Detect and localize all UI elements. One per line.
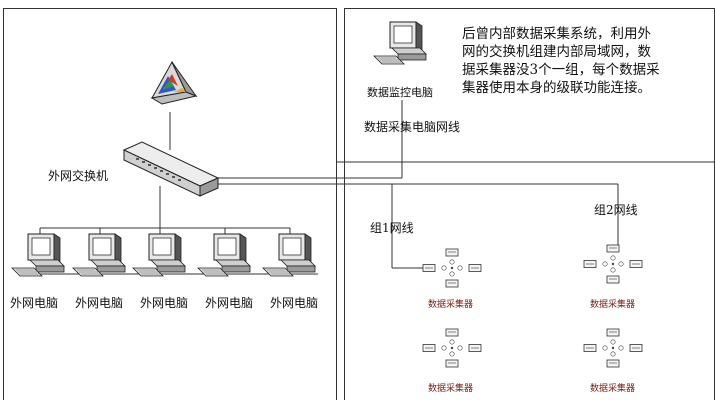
external-pc-label-1: 外网电脑: [10, 296, 58, 310]
external-pc-icon-3: [132, 233, 186, 277]
external-pc-label-2: 外网电脑: [75, 296, 123, 310]
external-pc-icon-2: [72, 233, 126, 277]
data-collector-icon-2: [422, 328, 482, 368]
external-pc-label-4: 外网电脑: [205, 296, 253, 310]
group2-cable-label: 组2网线: [594, 203, 638, 217]
router-prism-icon: [150, 60, 198, 105]
description-line-1: 后曾内部数据采集系统，利用外: [462, 26, 651, 42]
collector-cable-label: 数据采集电脑网线: [364, 119, 460, 134]
data-collector-label-4: 数据采集器: [590, 382, 635, 394]
data-collector-icon-3: [583, 244, 643, 284]
external-pc-icon-1: [11, 233, 65, 277]
description-line-2: 网的交换机组建内部局域网，数: [462, 43, 651, 60]
left-panel-border: [3, 8, 337, 400]
switch-label: 外网交换机: [48, 168, 108, 183]
monitor-pc-icon: [373, 21, 427, 65]
data-collector-label-2: 数据采集器: [428, 382, 473, 394]
external-pc-icon-4: [197, 233, 251, 277]
monitor-pc-label: 数据监控电脑: [367, 85, 433, 99]
data-collector-label-1: 数据采集器: [428, 298, 473, 310]
group1-cable-label: 组1网线: [370, 221, 414, 235]
description-line-3: 据采集器没3个一组，每个数据采: [462, 62, 660, 78]
data-collector-label-3: 数据采集器: [590, 298, 635, 310]
description-line-4: 集器使用本身的级联功能连接。: [462, 79, 651, 96]
external-pc-icon-5: [262, 233, 316, 277]
external-switch-icon: [122, 141, 220, 197]
external-pc-label-5: 外网电脑: [270, 296, 318, 310]
data-collector-icon-1: [422, 248, 482, 288]
network-cables: [20, 100, 619, 275]
data-collector-icon-4: [583, 328, 643, 368]
external-pc-label-3: 外网电脑: [140, 296, 188, 310]
